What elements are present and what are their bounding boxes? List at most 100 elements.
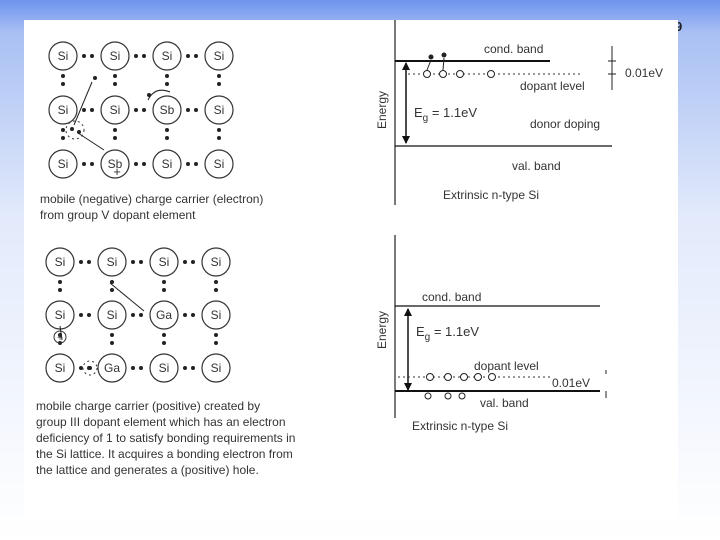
atom-label: Sb bbox=[108, 157, 123, 171]
bond-electron bbox=[142, 54, 146, 58]
n-type-diagram-title: Extrinsic n-type Si bbox=[443, 188, 539, 202]
atom-label: Si bbox=[214, 157, 225, 171]
bond-electron bbox=[79, 313, 83, 317]
bond-electron bbox=[134, 108, 138, 112]
bond-electron bbox=[113, 82, 117, 86]
bond-electron bbox=[139, 260, 143, 264]
bond-electron bbox=[79, 260, 83, 264]
atom-label: Si bbox=[211, 361, 222, 375]
p-type-caption-line-2: group III dopant element which has an el… bbox=[36, 415, 286, 429]
hole-plus-sign: + bbox=[57, 333, 63, 344]
atom-circle bbox=[100, 149, 130, 179]
bond-electron bbox=[131, 260, 135, 264]
bond-electron bbox=[58, 288, 62, 292]
bond-electron bbox=[186, 108, 190, 112]
bond-electron bbox=[214, 280, 218, 284]
atom-circle bbox=[204, 95, 234, 125]
slide-number: 9 bbox=[675, 19, 683, 34]
electron-dot bbox=[93, 76, 97, 80]
bond-electron bbox=[214, 333, 218, 337]
bond-electron bbox=[183, 313, 187, 317]
bond-electron bbox=[79, 366, 83, 370]
bond-electron bbox=[61, 74, 65, 78]
band-gap-arrowhead bbox=[404, 308, 412, 316]
bond-electron bbox=[183, 366, 187, 370]
bond-electron bbox=[58, 280, 62, 284]
electron-dot bbox=[77, 130, 81, 134]
band-gap-arrowhead bbox=[402, 136, 410, 144]
atom-circle bbox=[48, 95, 78, 125]
atom-circle bbox=[201, 353, 231, 383]
hole-path-line bbox=[59, 325, 63, 341]
n-type-caption-line-1: mobile (negative) charge carrier (electr… bbox=[40, 192, 263, 206]
acceptor-electron bbox=[488, 373, 496, 381]
bond-electron bbox=[61, 136, 65, 140]
level-energy-label: 0.01eV bbox=[552, 376, 590, 390]
bond-electron bbox=[110, 341, 114, 345]
bond-electron bbox=[194, 108, 198, 112]
atom-label: Si bbox=[162, 49, 173, 63]
bond-electron bbox=[186, 162, 190, 166]
bond-electron bbox=[131, 366, 135, 370]
bond-electron bbox=[110, 288, 114, 292]
electron-path-arc bbox=[147, 89, 171, 101]
acceptor-electron bbox=[426, 373, 434, 381]
electron-dot bbox=[147, 93, 151, 97]
bond-electron bbox=[217, 136, 221, 140]
atom-circle bbox=[48, 41, 78, 71]
n-type-band-diagram: Energy cond. band dopant level Eg = 1.1e… bbox=[375, 20, 663, 205]
bond-electron bbox=[217, 128, 221, 132]
bond-electron bbox=[186, 54, 190, 58]
atom-label: Si bbox=[107, 308, 118, 322]
atom-label: Si bbox=[58, 157, 69, 171]
bond-electron bbox=[162, 341, 166, 345]
bond-electron bbox=[191, 313, 195, 317]
n-type-lattice-annotations: + bbox=[65, 76, 171, 179]
bond-electron bbox=[217, 74, 221, 78]
hole-marker bbox=[424, 392, 432, 400]
conduction-band-label: cond. band bbox=[484, 42, 543, 56]
energy-axis-label: Energy bbox=[375, 311, 389, 349]
atom-label: Si bbox=[211, 255, 222, 269]
atom-circle bbox=[149, 300, 179, 330]
atom-label: Si bbox=[162, 157, 173, 171]
atom-label: Si bbox=[159, 361, 170, 375]
energy-axis-label: Energy bbox=[375, 91, 389, 129]
bond-electron bbox=[87, 313, 91, 317]
dopant-plus-sign: + bbox=[113, 164, 121, 179]
bond-electron bbox=[162, 288, 166, 292]
band-gap-label: Eg = 1.1eV bbox=[414, 105, 477, 124]
bond-electron bbox=[113, 74, 117, 78]
bond-electron bbox=[87, 260, 91, 264]
bond-electron bbox=[165, 82, 169, 86]
bond-electron bbox=[113, 136, 117, 140]
hole-electron-dot bbox=[88, 366, 92, 370]
bond-electron bbox=[165, 74, 169, 78]
atom-label: Si bbox=[55, 255, 66, 269]
p-type-band-diagram: Energy cond. band Eg = 1.1eV dopant leve… bbox=[375, 235, 607, 433]
bond-electron bbox=[82, 54, 86, 58]
donor-electron bbox=[456, 70, 464, 78]
atom-label: Si bbox=[110, 103, 121, 117]
bond-electron bbox=[82, 108, 86, 112]
atom-label: Si bbox=[214, 103, 225, 117]
atom-label: Si bbox=[214, 49, 225, 63]
atom-circle bbox=[45, 247, 75, 277]
atom-circle bbox=[48, 149, 78, 179]
p-type-diagram-title: Extrinsic n-type Si bbox=[412, 419, 508, 433]
atom-circle bbox=[152, 41, 182, 71]
bond-electron bbox=[139, 366, 143, 370]
valence-holes bbox=[424, 392, 466, 400]
free-electron-circle bbox=[65, 120, 85, 140]
atom-circle bbox=[201, 300, 231, 330]
atom-label: Si bbox=[55, 361, 66, 375]
bond-electron bbox=[217, 82, 221, 86]
bond-electron bbox=[90, 54, 94, 58]
bond-electron bbox=[142, 108, 146, 112]
bond-electron bbox=[214, 341, 218, 345]
bond-electron bbox=[131, 313, 135, 317]
atom-label: Si bbox=[159, 255, 170, 269]
